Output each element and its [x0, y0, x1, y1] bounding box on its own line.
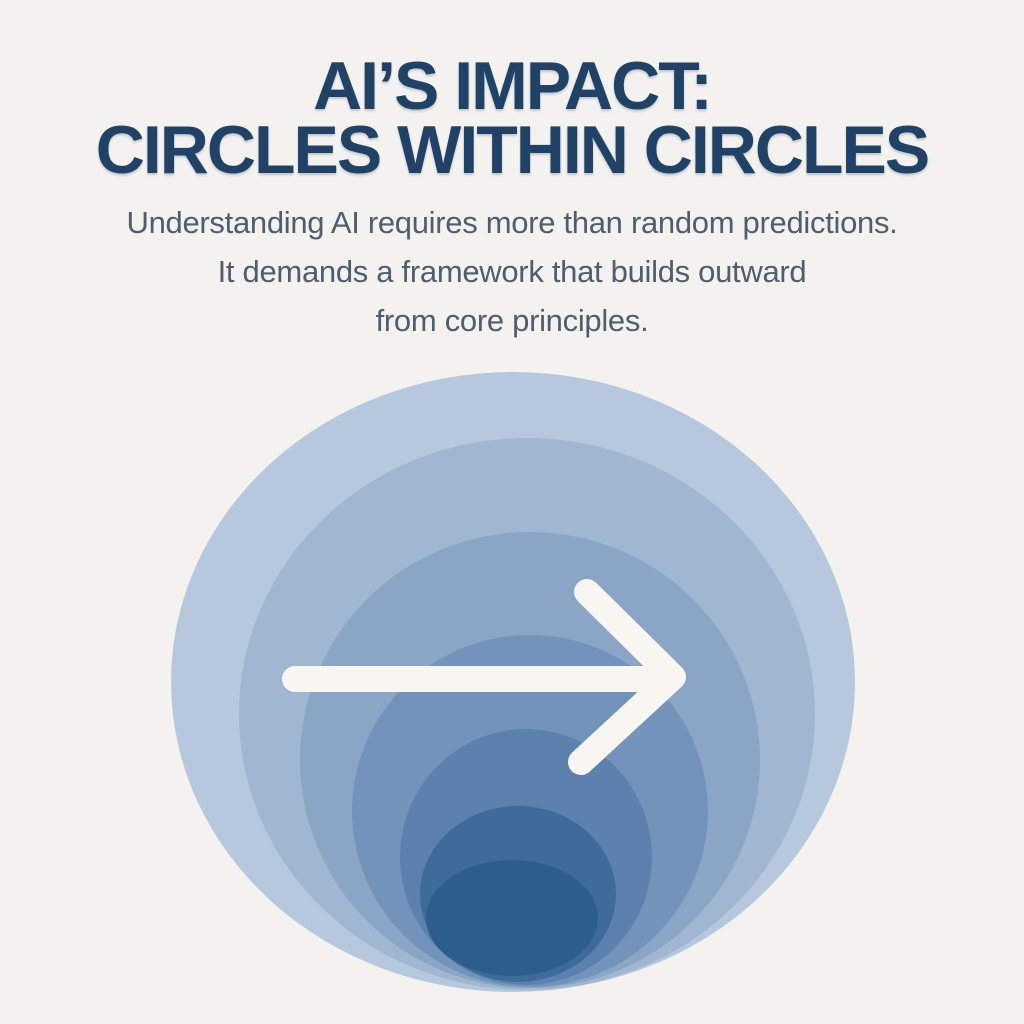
- ring-innermost: [426, 860, 598, 976]
- arrow-head: [568, 579, 686, 775]
- header: AI’S IMPACT: CIRCLES WITHIN CIRCLES: [0, 48, 1024, 188]
- subtitle-line-3: from core principles.: [375, 303, 649, 338]
- page-title: AI’S IMPACT: CIRCLES WITHIN CIRCLES: [0, 48, 1024, 188]
- title-line-2: CIRCLES WITHIN CIRCLES: [95, 112, 930, 188]
- title-line-1: AI’S IMPACT:: [313, 48, 713, 124]
- subtitle-line-1: Understanding AI requires more than rand…: [126, 205, 898, 240]
- subtitle: Understanding AI requires more than rand…: [0, 198, 1024, 345]
- subtitle-line-2: It demands a framework that builds outwa…: [217, 254, 807, 289]
- right-arrow-icon: [282, 579, 686, 775]
